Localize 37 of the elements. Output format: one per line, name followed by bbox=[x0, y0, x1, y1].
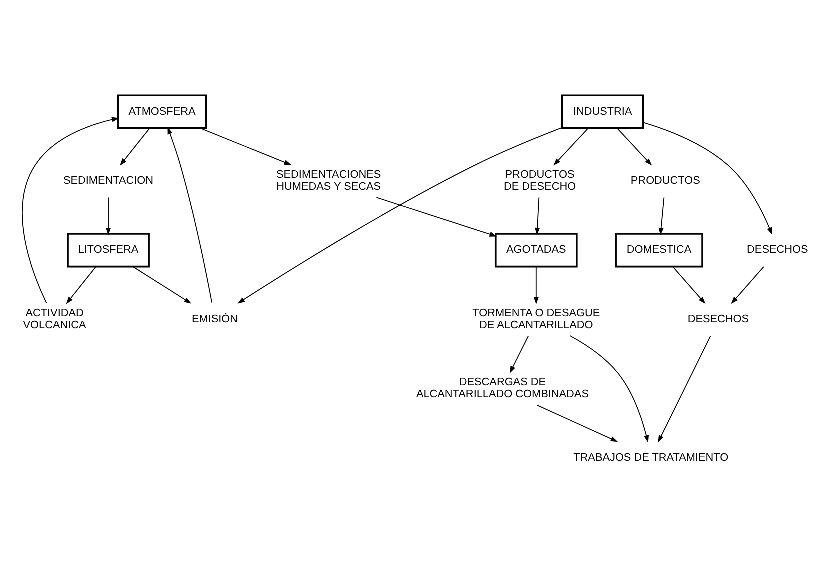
node-box: DOMESTICA bbox=[615, 232, 704, 268]
arrow bbox=[120, 128, 150, 166]
node-text: TORMENTA O DESAGUE DE ALCANTARILLADO bbox=[472, 307, 600, 331]
arrow bbox=[22, 116, 120, 304]
node-text: ACTIVIDAD VOLCANICA bbox=[23, 307, 86, 331]
arrow bbox=[535, 196, 540, 235]
arrow bbox=[536, 404, 618, 442]
node-text: EMISIÓN bbox=[192, 312, 238, 325]
node-box: AGOTADAS bbox=[494, 232, 578, 268]
node-text: PRODUCTOS bbox=[630, 174, 700, 187]
arrow bbox=[66, 266, 97, 304]
arrow bbox=[570, 335, 650, 442]
arrow bbox=[554, 128, 589, 166]
node-box: LITOSFERA bbox=[67, 232, 150, 268]
node-text: DESCARGAS DE ALCANTARILLADO COMBINADAS bbox=[416, 376, 589, 400]
arrow bbox=[658, 196, 665, 235]
arrow bbox=[510, 335, 530, 374]
node-text: PRODUCTOS DE DESECHO bbox=[504, 168, 576, 192]
arrow bbox=[238, 126, 563, 304]
arrow bbox=[200, 128, 292, 165]
node-text: SEDIMENTACIONES HUMEDAS Y SECAS bbox=[276, 168, 382, 192]
arrow bbox=[643, 122, 772, 234]
node-box: ATMOSFERA bbox=[117, 94, 208, 129]
arrow bbox=[106, 196, 112, 235]
node-box: INDUSTRIA bbox=[561, 94, 644, 129]
arrow bbox=[616, 128, 652, 166]
node-text: DESECHOS bbox=[747, 244, 808, 256]
arrow bbox=[731, 266, 764, 304]
node-text: DESECHOS bbox=[688, 312, 750, 325]
arrow bbox=[534, 266, 539, 304]
arrow bbox=[658, 335, 712, 442]
arrow bbox=[376, 196, 498, 236]
arrow bbox=[672, 266, 706, 304]
node-text: SEDIMENTACION bbox=[63, 174, 154, 187]
node-text: TRABAJOS DE TRATAMIENTO bbox=[574, 451, 729, 464]
arrow bbox=[132, 266, 192, 304]
arrow bbox=[168, 126, 213, 303]
